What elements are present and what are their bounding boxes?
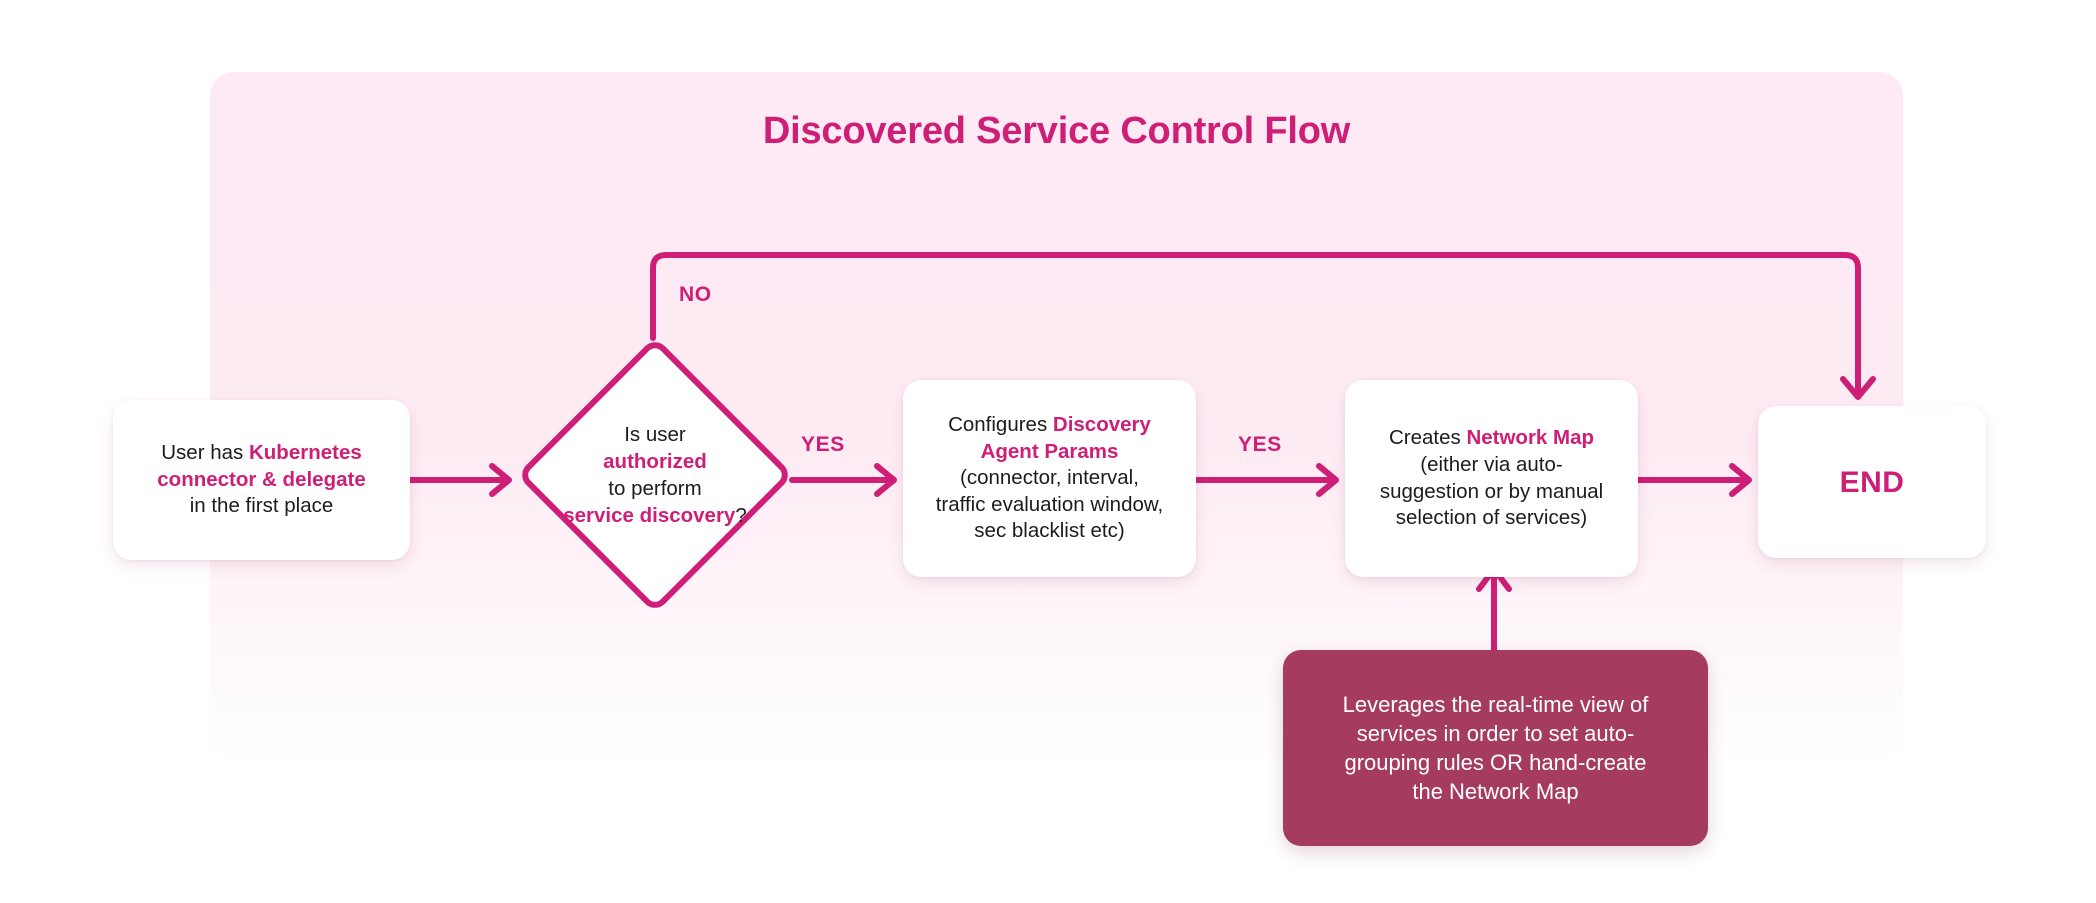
node-configure-line2-highlight: Agent Params [980, 439, 1119, 463]
node-creates-network-map[interactable]: Creates Network Map (either via auto- su… [1345, 380, 1638, 577]
node-networkmap-line4-plain: selection of services) [1395, 506, 1588, 530]
node-configure-line1-highlight: Discovery [1052, 412, 1151, 436]
node-networkmap-line1-plain: Creates [1388, 426, 1467, 450]
node-decision-text: Is user authorized to perform service di… [518, 338, 792, 612]
note-text: Leverages the real-time view of services… [1323, 690, 1669, 807]
node-networkmap-text: Creates Network Map (either via auto- su… [1366, 425, 1617, 532]
node-start-user-has-connector[interactable]: User has Kubernetes connector & delegate… [113, 400, 410, 560]
page-title: Discovered Service Control Flow [762, 110, 1351, 152]
note-line4: the Network Map [1412, 779, 1579, 805]
note-leverages-real-time-view[interactable]: Leverages the real-time view of services… [1283, 650, 1708, 846]
node-start-line2-highlight: connector & delegate [157, 467, 366, 491]
node-start-line3-plain: in the first place [189, 494, 334, 518]
node-configure-line5-plain: sec blacklist etc) [974, 519, 1125, 543]
node-decision-line2-highlight: authorized [603, 449, 707, 473]
node-configure-text: Configures Discovery Agent Params (conne… [922, 412, 1178, 545]
node-decision-line3-plain: to perform [608, 477, 702, 500]
node-decision-line4-suffix: ? [735, 504, 747, 528]
note-line2: services in order to set auto- [1356, 720, 1635, 746]
node-start-line1-plain: User has [161, 441, 249, 465]
edge-label-yes-1: YES [801, 433, 845, 456]
node-decision-is-user-authorized[interactable]: Is user authorized to perform service di… [516, 336, 794, 614]
node-configure-line3-plain: (connector, interval, [960, 466, 1139, 490]
edge-label-yes-2: YES [1238, 433, 1282, 456]
node-configures-discovery-agent-params[interactable]: Configures Discovery Agent Params (conne… [903, 380, 1196, 577]
node-end-label: END [1839, 465, 1905, 499]
edge-label-no: NO [679, 283, 712, 306]
node-configure-line1-plain: Configures [948, 412, 1053, 436]
node-decision-line1-plain: Is user [624, 422, 686, 446]
node-networkmap-line2-plain: (either via auto- [1420, 452, 1563, 476]
node-start-line1-highlight: Kubernetes [248, 441, 362, 465]
note-line3: grouping rules OR hand-create [1344, 750, 1647, 775]
node-end[interactable]: END [1758, 406, 1986, 558]
note-line1: Leverages the real-time view of [1342, 691, 1649, 717]
node-networkmap-line1-highlight: Network Map [1466, 426, 1595, 450]
node-decision-line4-highlight: service discovery [563, 504, 736, 528]
node-configure-line4-plain: traffic evaluation window, [935, 492, 1164, 516]
node-networkmap-line3-plain: suggestion or by manual [1379, 479, 1604, 503]
node-start-text: User has Kubernetes connector & delegate… [143, 440, 379, 520]
